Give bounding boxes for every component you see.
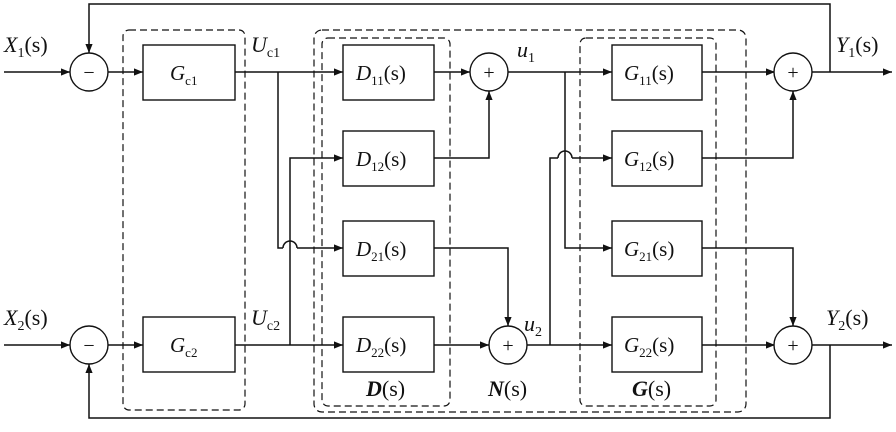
sum-junction-5-sign: +: [787, 62, 798, 84]
controller-group-box: [122, 29, 246, 411]
controller-gc2-block: Gc2: [142, 316, 236, 373]
plant-g21-block: G21(s): [611, 220, 703, 277]
plant-g12-block: G12(s): [611, 130, 703, 187]
d11-main: D: [355, 61, 371, 85]
signal-u1-label: u1: [517, 37, 535, 66]
sum-junction-6-sign: +: [787, 335, 798, 357]
decoupler-d11-block: D11(s): [342, 44, 435, 101]
sum-junction-3: +: [469, 52, 509, 92]
input-x2-label: X2(s): [3, 305, 48, 334]
g11-arg: (s): [652, 61, 674, 85]
g12-arg: (s): [652, 147, 674, 171]
gc2-sub: c2: [185, 345, 197, 360]
d12-main: D: [355, 147, 371, 171]
g21-sub: 21: [639, 249, 652, 264]
sum-junction-4: +: [488, 325, 528, 365]
d21-main: D: [355, 237, 371, 261]
gc1-main: G: [170, 61, 185, 85]
n-matrix-group-box: [313, 29, 747, 413]
svg-text:G12(s): G12(s): [624, 147, 674, 174]
plant-g22-block: G22(s): [611, 316, 703, 373]
decoupler-d21-block: D21(s): [342, 220, 435, 277]
sum-junction-2: −: [69, 325, 109, 365]
d22-sub: 22: [371, 345, 384, 360]
sum-junction-5: +: [773, 52, 813, 92]
sum-junction-2-sign: −: [83, 335, 94, 357]
output-y2-label: Y2(s): [826, 305, 868, 334]
group-label-n: N(s): [487, 376, 527, 401]
signal-u2-label: u2: [524, 311, 542, 340]
decoupler-d12-block: D12(s): [342, 130, 435, 187]
sum-junction-3-sign: +: [483, 62, 494, 84]
sum-junction-1: −: [69, 52, 109, 92]
gc2-main: G: [170, 333, 185, 357]
d21-arg: (s): [384, 237, 406, 261]
d22-arg: (s): [384, 333, 406, 357]
svg-text:G21(s): G21(s): [624, 237, 674, 264]
svg-text:D21(s): D21(s): [355, 237, 406, 264]
svg-text:G22(s): G22(s): [624, 333, 674, 360]
g12-sub: 12: [639, 159, 652, 174]
signal-uc1-label: Uc1: [251, 32, 280, 61]
d21-sub: 21: [371, 249, 384, 264]
svg-text:D12(s): D12(s): [355, 147, 406, 174]
svg-text:G11(s): G11(s): [624, 61, 674, 88]
sum-junction-4-sign: +: [502, 335, 513, 357]
g21-main: G: [624, 237, 639, 261]
svg-text:Gc2: Gc2: [170, 333, 197, 360]
svg-text:D22(s): D22(s): [355, 333, 406, 360]
d12-sub: 12: [371, 159, 384, 174]
g12-main: G: [624, 147, 639, 171]
signal-uc2-label: Uc2: [251, 305, 280, 334]
d11-arg: (s): [384, 61, 406, 85]
controller-gc1-block: Gc1: [142, 44, 236, 101]
input-x1-label: X1(s): [3, 32, 48, 61]
sum-junction-6: +: [773, 325, 813, 365]
gc1-sub: c1: [185, 73, 197, 88]
decoupler-d22-block: D22(s): [342, 316, 435, 373]
output-y1-label: Y1(s): [836, 32, 878, 61]
sum-junction-1-sign: −: [83, 62, 94, 84]
g21-arg: (s): [652, 237, 674, 261]
d-matrix-group-box: [321, 37, 451, 407]
plant-g11-block: G11(s): [611, 44, 703, 101]
g11-sub: 11: [639, 73, 652, 88]
d12-arg: (s): [384, 147, 406, 171]
group-label-g: G(s): [632, 376, 671, 401]
svg-text:Gc1: Gc1: [170, 61, 197, 88]
g11-main: G: [624, 61, 639, 85]
d11-sub: 11: [371, 73, 384, 88]
signal-wires: [4, 3, 892, 419]
g22-main: G: [624, 333, 639, 357]
svg-text:D11(s): D11(s): [355, 61, 406, 88]
g-matrix-group-box: [579, 37, 717, 407]
g22-sub: 22: [639, 345, 652, 360]
group-label-d: D(s): [365, 376, 405, 401]
d22-main: D: [355, 333, 371, 357]
g22-arg: (s): [652, 333, 674, 357]
